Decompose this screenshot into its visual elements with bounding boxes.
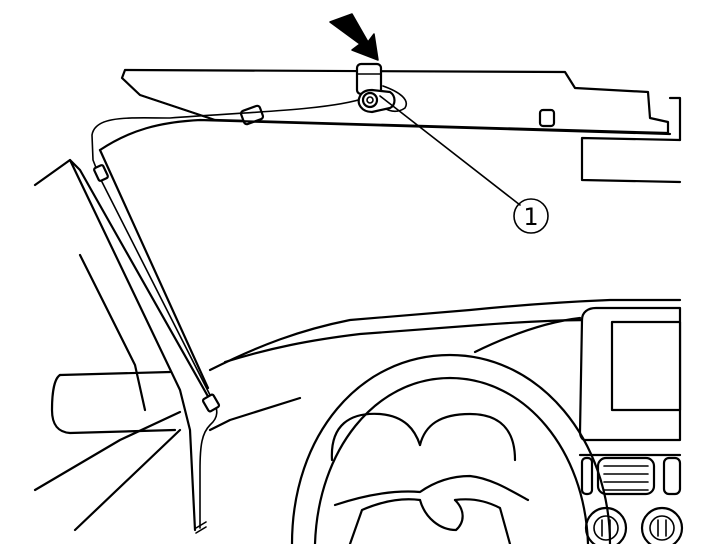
center-console	[578, 453, 684, 544]
steering-wheel	[290, 353, 612, 544]
head-unit-display	[578, 306, 682, 442]
cable-clip-upper	[93, 164, 109, 182]
microphone	[355, 62, 396, 114]
microphone-cable	[91, 85, 407, 534]
callout-1: 1	[513, 198, 549, 234]
down-right-arrow-icon	[329, 13, 379, 61]
right-trim	[580, 96, 682, 184]
a-pillar	[33, 158, 212, 532]
callout-leader	[379, 95, 521, 206]
callout-1-label: 1	[523, 203, 538, 231]
dashboard	[33, 298, 682, 532]
cable-clip-lower	[201, 393, 221, 413]
callout-1-circle	[513, 198, 549, 234]
windshield-outline	[98, 118, 672, 390]
